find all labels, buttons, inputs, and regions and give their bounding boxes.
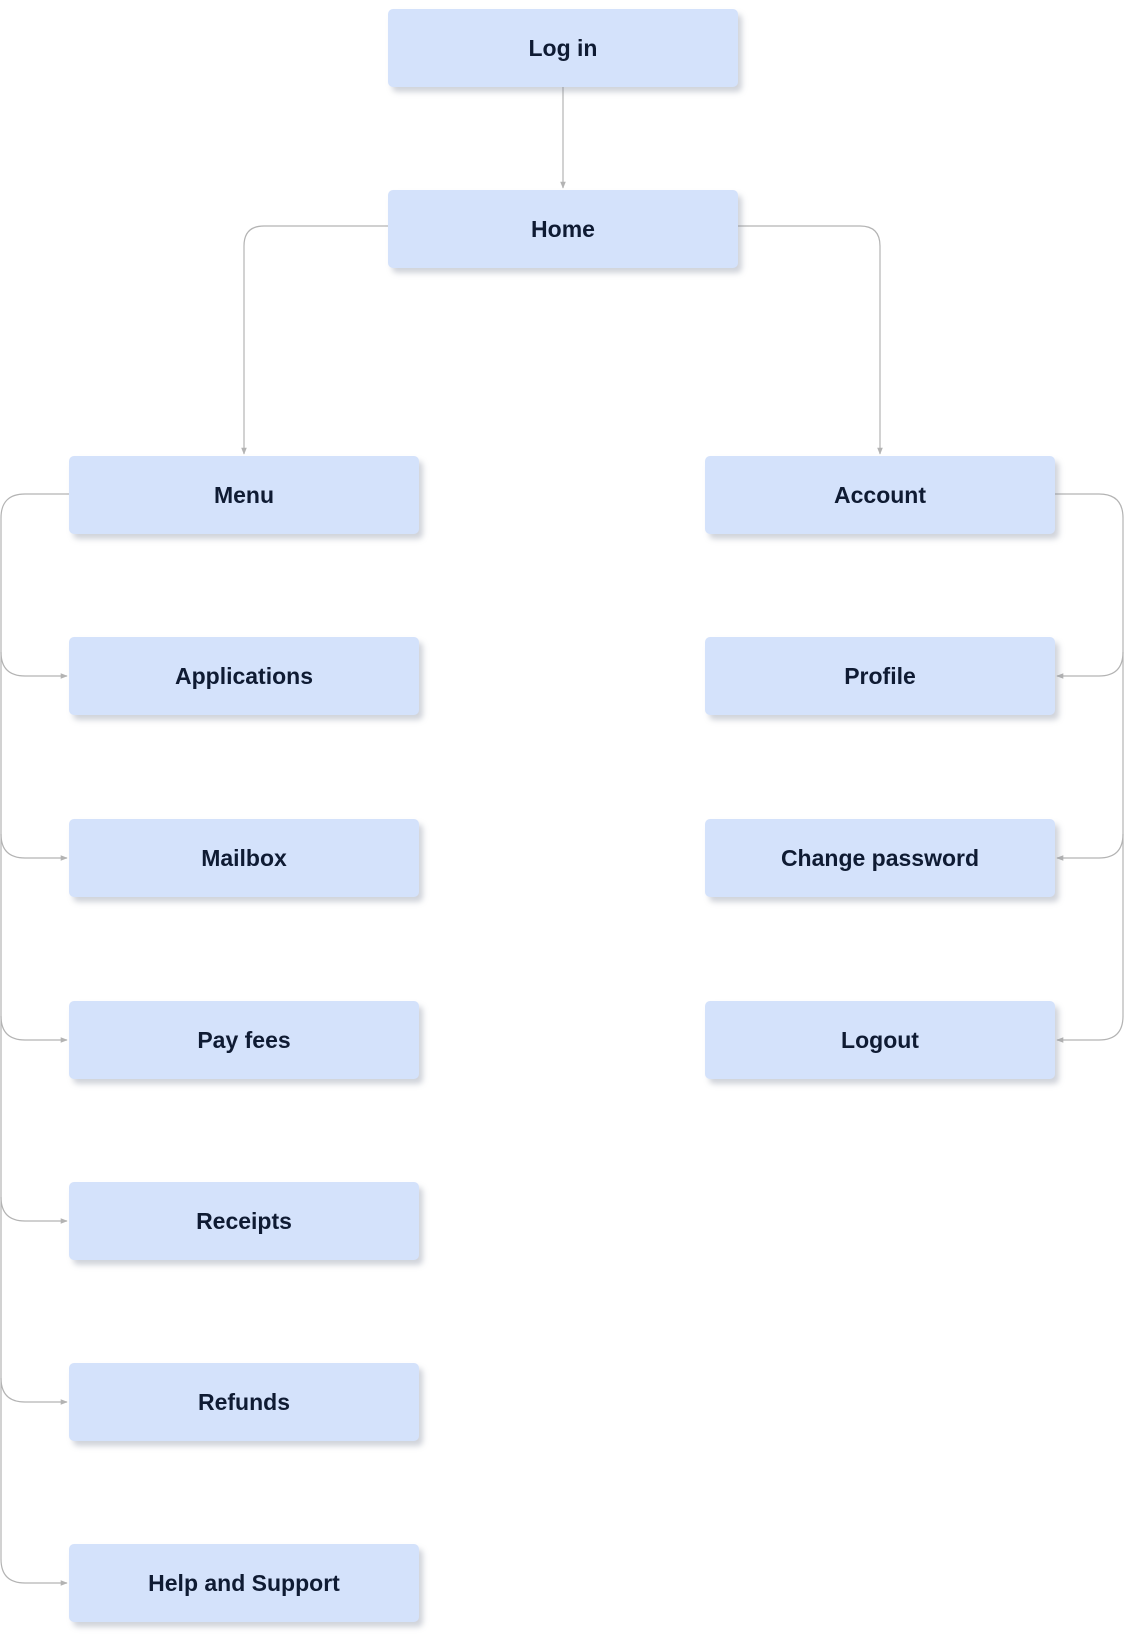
node-label: Refunds — [198, 1388, 290, 1415]
node-applications: Applications — [69, 637, 419, 715]
edge-home-menu — [241, 225, 388, 455]
node-receipts: Receipts — [69, 1182, 419, 1260]
node-change-password: Change password — [705, 819, 1055, 897]
edge-menu-payfees — [0, 834, 68, 1043]
node-logout: Logout — [705, 1001, 1055, 1079]
edge-account-changepw — [1056, 652, 1124, 861]
node-label: Home — [531, 215, 595, 242]
node-label: Profile — [844, 662, 916, 689]
node-label: Help and Support — [148, 1569, 340, 1596]
node-label: Receipts — [196, 1207, 292, 1234]
node-refunds: Refunds — [69, 1363, 419, 1441]
node-account: Account — [705, 456, 1055, 534]
edge-menu-receipts — [0, 1016, 68, 1224]
node-mailbox: Mailbox — [69, 819, 419, 897]
edge-menu-help — [0, 1378, 68, 1586]
node-label: Change password — [780, 844, 980, 871]
node-menu: Menu — [69, 456, 419, 534]
node-pay-fees: Pay fees — [69, 1001, 419, 1079]
node-label: Menu — [213, 481, 275, 508]
node-label: Account — [834, 481, 926, 508]
edge-account-logout — [1056, 834, 1124, 1043]
node-label: Pay fees — [197, 1026, 291, 1053]
node-label: Mailbox — [201, 844, 287, 871]
node-profile: Profile — [705, 637, 1055, 715]
node-label: Log in — [528, 34, 598, 61]
node-label: Applications — [174, 662, 313, 689]
edge-home-account — [738, 225, 883, 455]
node-home: Home — [388, 190, 738, 268]
node-log-in: Log in — [388, 9, 738, 87]
edge-menu-refunds — [0, 1197, 68, 1405]
edge-menu-mailbox — [0, 652, 68, 861]
node-label: Logout — [841, 1026, 919, 1053]
edge-menu-applications — [0, 493, 69, 679]
node-help-and-support: Help and Support — [69, 1544, 419, 1622]
edge-account-profile — [1055, 493, 1124, 679]
